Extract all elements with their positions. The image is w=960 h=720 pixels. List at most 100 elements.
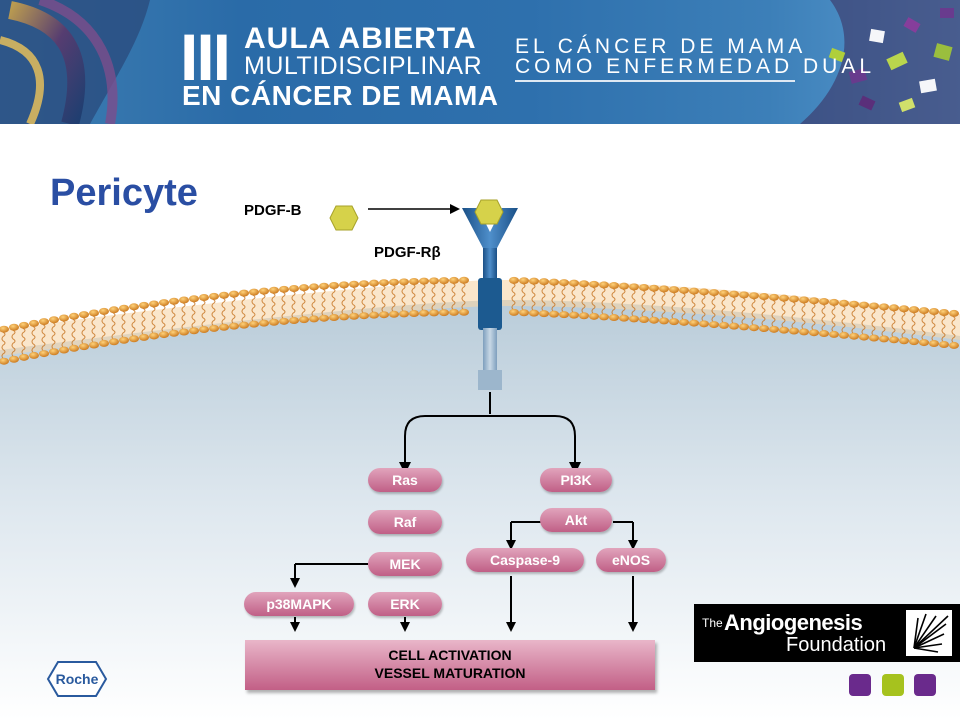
lipid-tail [261,293,266,321]
lipid-head [639,316,649,324]
lipid-tail [721,295,726,323]
roche-logo: Roche [46,661,108,697]
lipid-head [729,290,739,298]
outcome-line1: CELL ACTIVATION [388,647,512,663]
lipid-tail [901,311,906,339]
lipid-tail [51,322,56,350]
lipid-head [869,334,879,342]
lipid-tail [851,306,856,334]
roche-logo-text: Roche [56,671,99,687]
page-title: Pericyte [50,172,198,214]
lipid-head [609,314,619,322]
lipid-head [759,293,769,301]
lipid-head [839,331,849,339]
lipid-head [699,288,709,296]
node-pi3k: PI3K [540,468,612,492]
lipid-head [709,289,719,297]
lipid-tail [591,286,596,314]
lipid-tail [911,312,916,339]
lipid-tail [711,295,716,322]
lipid-head [739,323,749,331]
lipid-head [509,276,519,284]
lipid-tail [1,331,6,359]
lipid-head [589,280,599,288]
lipid-head [329,314,339,322]
lipid-head [519,309,529,317]
node-caspase-9: Caspase-9 [466,548,584,572]
lipid-tail [571,285,576,313]
lipid-head [99,307,109,315]
lipid-tail [291,291,296,318]
lipid-head [669,318,679,326]
foundation-the: The [702,616,723,630]
node-erk: ERK [368,592,442,616]
lipid-head [129,335,139,343]
lipid-tail [81,317,86,344]
lipid-head [9,355,19,363]
lipid-head [149,300,159,308]
lipid-head [149,332,159,340]
lipid-head [359,280,369,288]
lipid-head [779,326,789,334]
lipid-head [689,319,699,327]
lipid-head [229,322,239,330]
lipid-head [279,317,289,325]
lipid-tail [41,324,46,351]
lipid-tail [101,313,106,341]
lipid-head [659,285,669,293]
lipid-head [379,311,389,319]
lipid-tail [751,298,756,326]
lipid-head [839,299,849,307]
lipid-tail [451,282,456,310]
lipid-head [889,304,899,312]
lipid-head [939,308,949,316]
lipid-head [339,313,349,321]
lipid-head [569,279,579,287]
lipid-head [139,333,149,341]
lipid-tail [461,282,466,310]
lipid-head [599,313,609,321]
lipid-head [539,278,549,286]
lipid-head [529,309,539,317]
lipid-tail [681,292,686,320]
node-enos: eNOS [596,548,666,572]
lipid-head [809,329,819,337]
lipid-head [949,309,959,317]
lipid-head [259,319,269,327]
lipid-head [669,286,679,294]
lipid-head [369,279,379,287]
purple-square [849,674,871,696]
lipid-head [449,308,459,316]
header-banner: III AULA ABIERTA MULTIDISCIPLINAR EN CÁN… [0,0,960,124]
lipid-head [909,306,919,314]
lipid-head [299,316,309,324]
lipid-head [269,286,279,294]
lipid-tail [861,307,866,335]
lipid-head [19,321,29,329]
pdgf-b-ligand [329,205,359,231]
lipid-tail [941,315,946,342]
lipid-head [409,277,419,285]
foundation-name-2: Foundation [786,634,887,656]
lipid-tail [441,283,446,310]
lipid-head [769,293,779,301]
lipid-tail [111,312,116,340]
lipid-head [539,310,549,318]
lipid-tail [11,329,16,357]
lipid-head [749,292,759,300]
lipid-tail [601,287,606,315]
lipid-tail [631,289,636,317]
lipid-head [59,314,69,322]
banner-subtitle-2: COMO ENFERMEDAD DUAL [515,55,876,78]
lipid-head [649,284,659,292]
green-square [882,674,904,696]
lipid-head [49,316,59,324]
lipid-tail [691,293,696,321]
lipid-head [209,324,219,332]
lipid-tail [421,283,426,311]
lipid-head [769,325,779,333]
lipid-tail [371,285,376,313]
lipid-head [939,340,949,348]
receptor-label: PDGF-Rβ [374,244,441,261]
lipid-tail [311,289,316,317]
